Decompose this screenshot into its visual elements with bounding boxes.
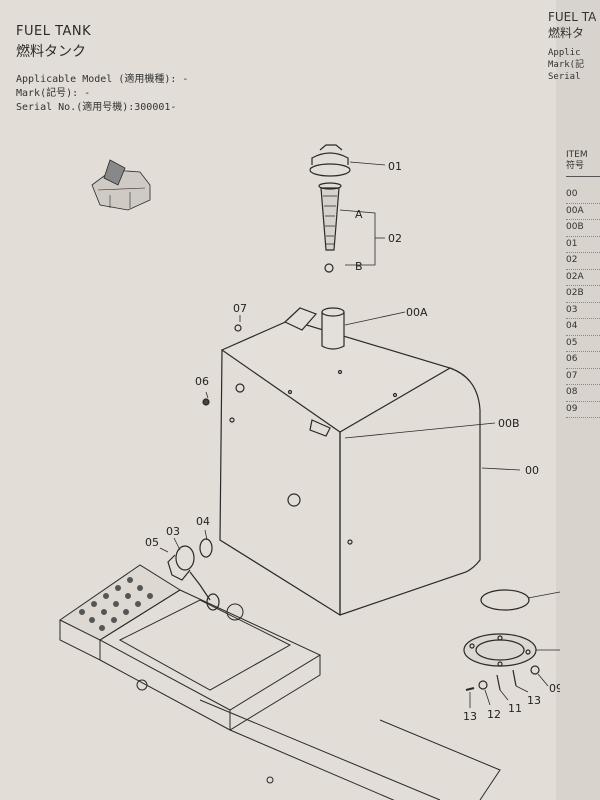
symbol-header: 符号 — [566, 161, 585, 171]
table-row: 03 — [566, 303, 600, 319]
table-row: 00 — [566, 187, 600, 204]
next-page-meta-2: Mark(記 — [548, 60, 585, 70]
cover-plate-part — [463, 633, 537, 667]
frame-base — [59, 564, 501, 800]
callout-00b: 00B — [498, 417, 520, 430]
callout-07: 07 — [233, 302, 247, 315]
callout-03: 03 — [166, 525, 180, 538]
callout-a: A — [355, 208, 363, 221]
parts-catalog-page — [0, 0, 560, 800]
parts-table: ITEM 符号 00 00A 00B 01 02 02A 02B 03 04 0… — [566, 150, 600, 418]
fuel-cap-part — [309, 144, 351, 177]
table-row: 09 — [566, 402, 600, 418]
applicable-model: Applicable Model (適用機種): - — [16, 74, 189, 85]
o-ring-part — [480, 589, 530, 611]
sender-parts — [167, 538, 220, 611]
item-header: ITEM — [566, 150, 588, 160]
callout-05: 05 — [145, 536, 159, 549]
callout-01: 01 — [388, 160, 402, 173]
next-page-header: FUEL TA 燃料タ Applic Mark(記 Serial — [548, 10, 596, 83]
table-row: 04 — [566, 319, 600, 336]
callout-04: 04 — [196, 515, 210, 528]
callout-12: 12 — [487, 708, 501, 721]
callout-09: 09 — [549, 682, 560, 695]
callout-06: 06 — [195, 375, 209, 388]
bolt-part-07 — [234, 324, 242, 332]
table-row: 02A — [566, 270, 600, 286]
page-header: FUEL TANK 燃料タンク Applicable Model (適用機種):… — [16, 24, 188, 115]
table-row: 06 — [566, 352, 600, 369]
bolt-part-06 — [202, 398, 210, 406]
table-row: 05 — [566, 336, 600, 352]
page-title-en: FUEL TANK — [16, 24, 92, 39]
fuel-strainer-part — [318, 182, 342, 273]
callout-11: 11 — [508, 702, 522, 715]
table-row: 08 — [566, 385, 600, 402]
callout-00: 00 — [525, 464, 539, 477]
machine-location-thumbnail — [91, 159, 151, 211]
applicability-info: Applicable Model (適用機種): - Mark(記号): - S… — [16, 73, 188, 115]
table-row: 07 — [566, 369, 600, 385]
exploded-diagram: 01 02 A B 00A 07 06 00B 00 03 04 05 10 0… — [59, 144, 560, 800]
page-title-jp: 燃料タンク — [16, 44, 86, 60]
table-row: 00B — [566, 220, 600, 237]
next-page-title-en: FUEL TA — [548, 10, 597, 24]
grating-holes — [79, 577, 153, 631]
table-row: 02B — [566, 286, 600, 303]
leader-lines — [159, 161, 560, 708]
next-page-meta-3: Serial — [548, 72, 581, 82]
callout-00a: 00A — [406, 306, 428, 319]
callout-b: B — [355, 260, 363, 273]
callout-02: 02 — [388, 232, 402, 245]
callout-13-right: 13 — [527, 694, 541, 707]
callout-13-left: 13 — [463, 710, 477, 723]
fuel-tank-part — [219, 307, 481, 616]
serial-number: Serial No.(適用号機):300001- — [16, 102, 177, 113]
next-page-meta-1: Applic — [548, 48, 581, 58]
parts-table-header: ITEM 符号 — [566, 150, 600, 177]
table-row: 02 — [566, 253, 600, 270]
table-row: 01 — [566, 237, 600, 253]
mark: Mark(記号): - — [16, 88, 91, 99]
next-page-edge — [556, 0, 600, 800]
next-page-meta: Applic Mark(記 Serial — [548, 47, 596, 83]
fastener-parts — [465, 665, 540, 691]
table-row: 00A — [566, 204, 600, 220]
next-page-title-jp: 燃料タ — [548, 26, 585, 40]
